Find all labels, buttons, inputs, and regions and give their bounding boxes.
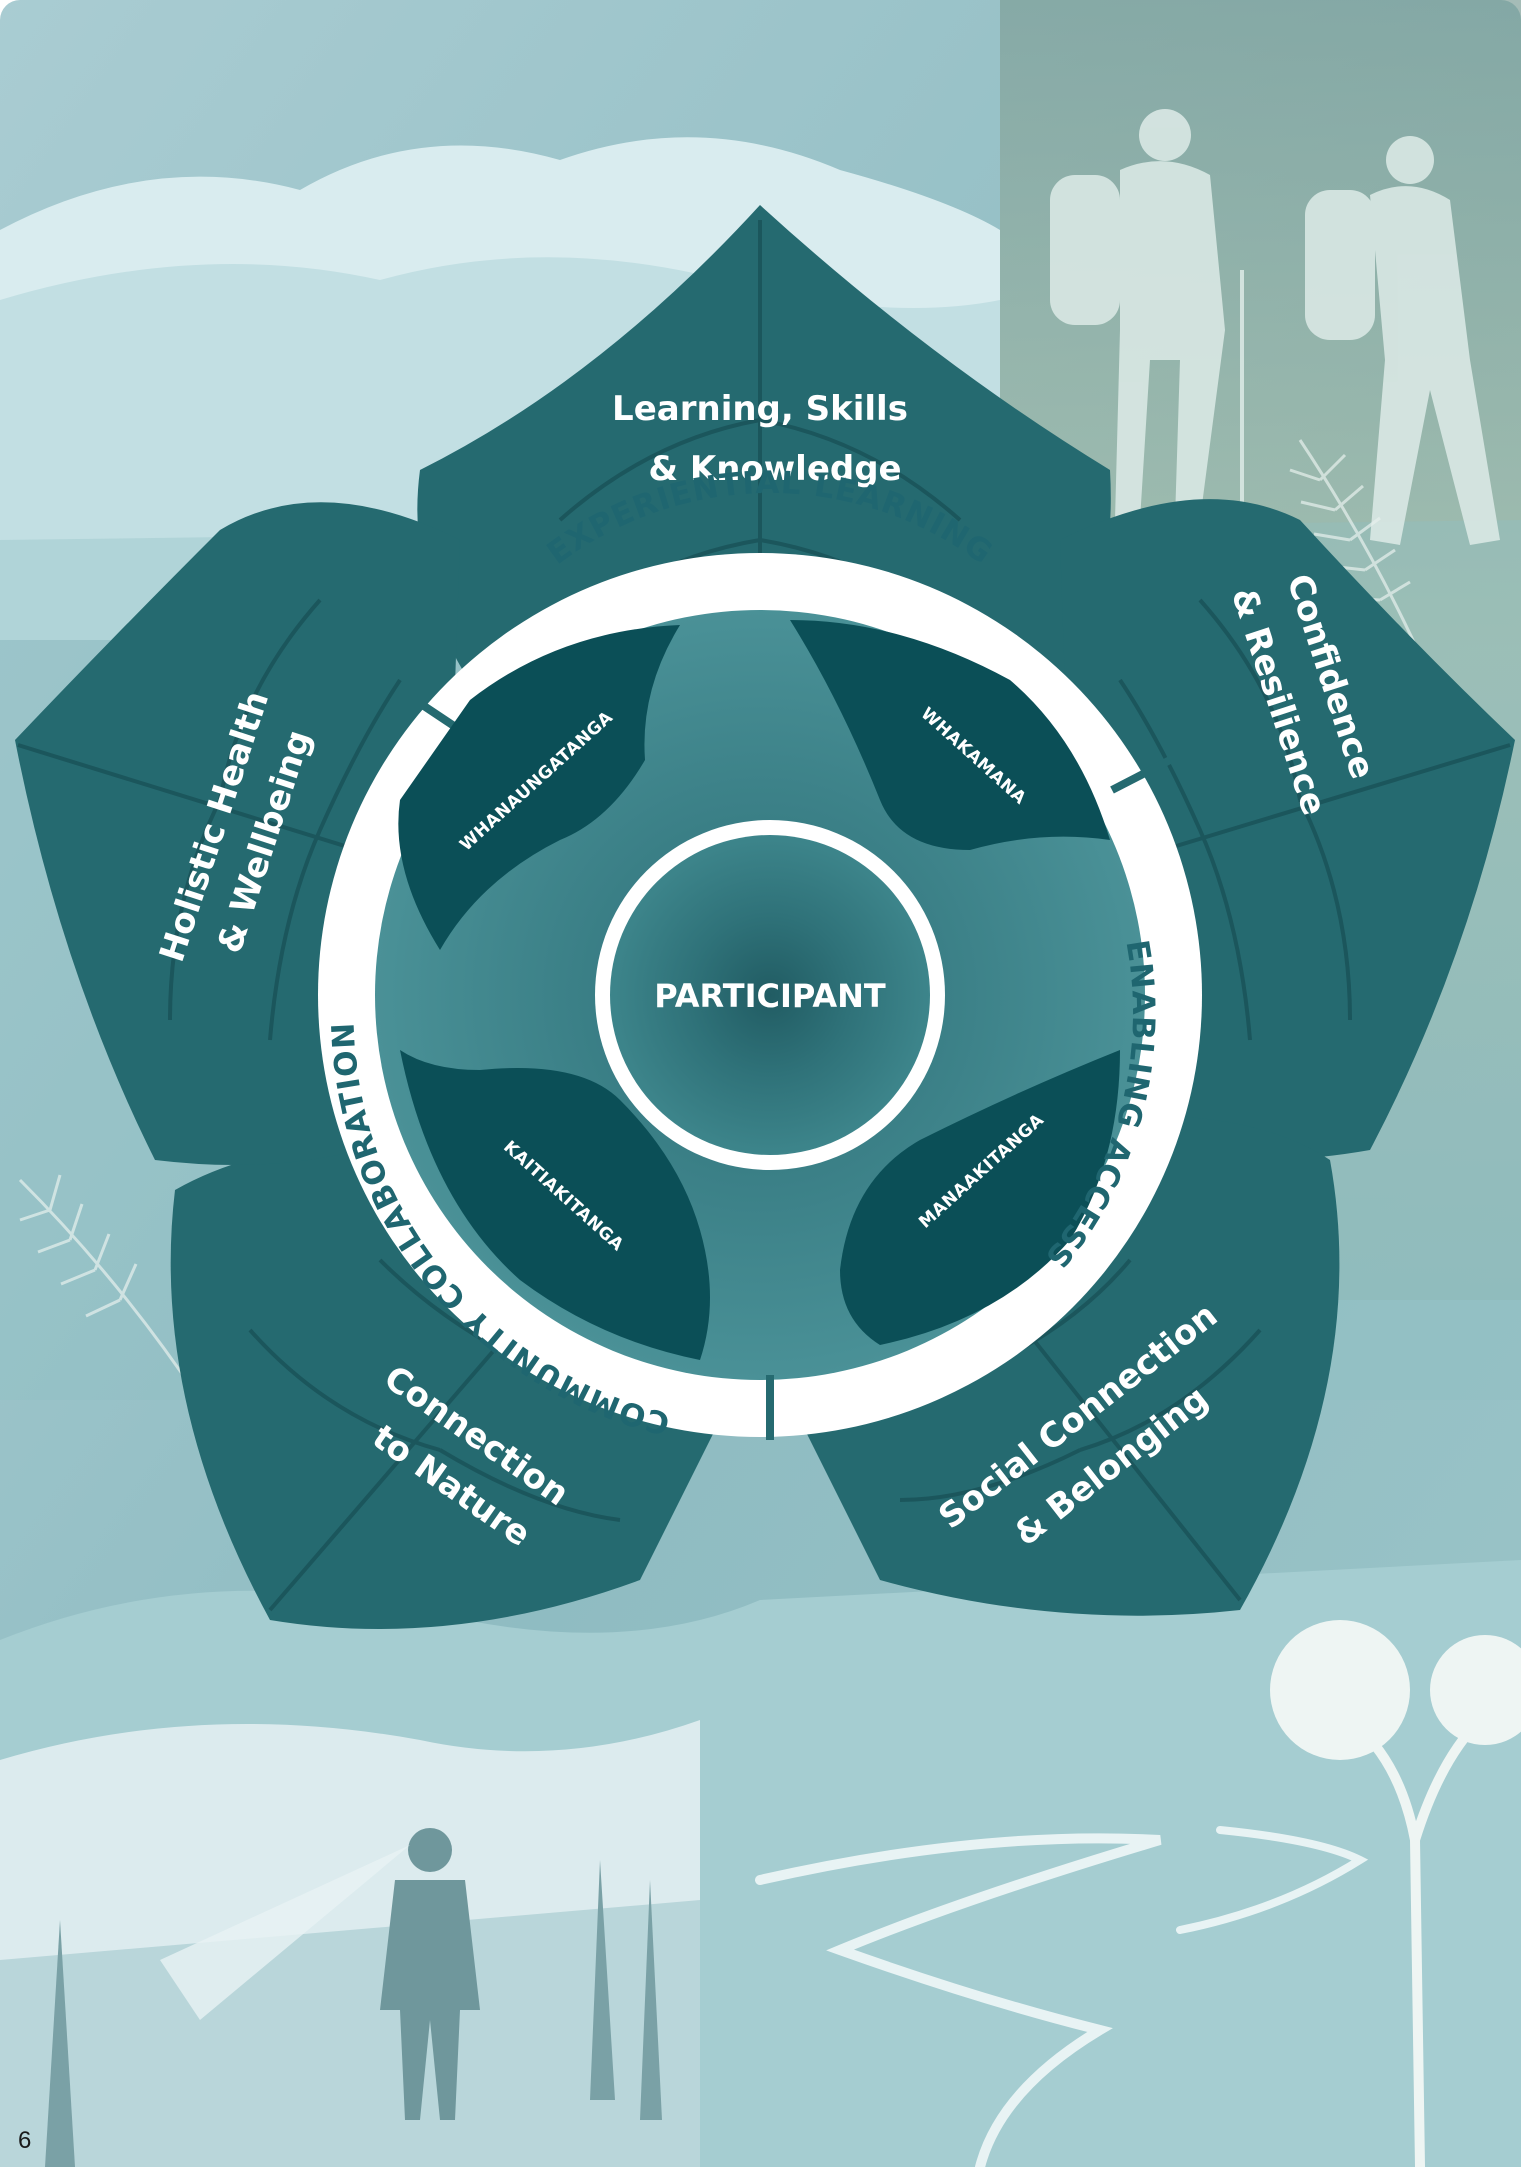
- center-circle: PARTICIPANT: [595, 820, 945, 1170]
- page-number: 6: [18, 2127, 31, 2154]
- leaf-label-learning-line2: & Knowledge: [648, 449, 901, 489]
- center-label: PARTICIPANT: [654, 977, 886, 1015]
- value-shapes: WHANAUNGATANGA WHAKAMANA KAITIAKITANGA M…: [398, 620, 1120, 1360]
- leaves: Learning, Skills & Knowledge Confidence …: [15, 205, 1515, 1629]
- leaf-label-learning-line1: Learning, Skills: [612, 389, 908, 429]
